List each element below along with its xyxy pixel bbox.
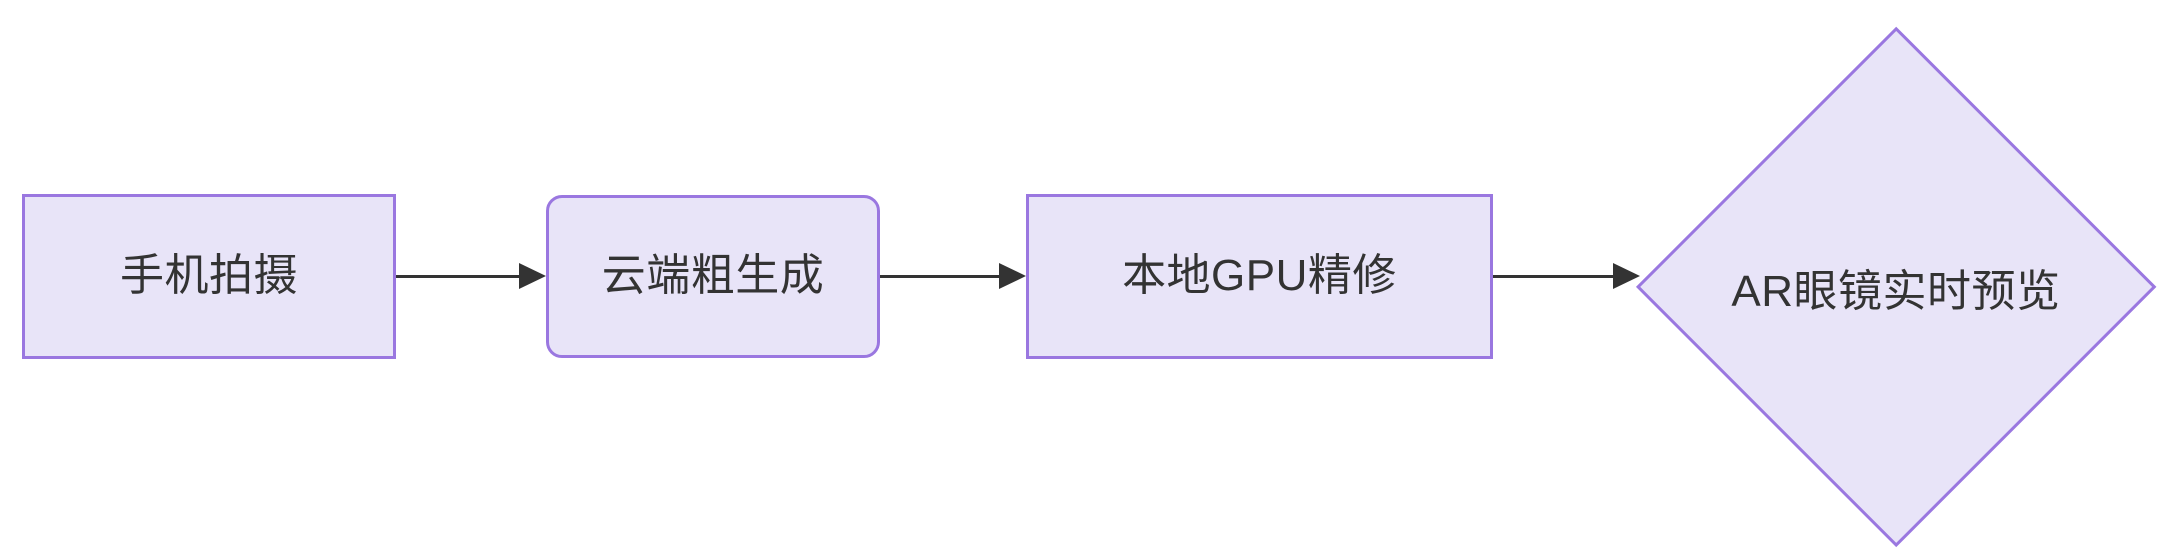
flow-node-phone-capture[interactable]: 手机拍摄 <box>22 194 396 359</box>
flow-node-label: 手机拍摄 <box>120 251 298 301</box>
edge-line <box>396 274 520 278</box>
flow-node-label: 本地GPU精修 <box>1122 251 1397 301</box>
flow-node-cloud-coarse-generation[interactable]: 云端粗生成 <box>546 195 880 358</box>
edge-line <box>880 274 1000 278</box>
flow-node-label: AR眼镜实时预览 <box>1731 266 2061 316</box>
arrowhead-icon <box>999 263 1026 289</box>
arrowhead-icon <box>519 263 546 289</box>
flow-node-ar-glasses-realtime-preview[interactable]: AR眼镜实时预览 <box>1635 26 2157 548</box>
arrowhead-icon <box>1613 263 1640 289</box>
flow-node-label: 云端粗生成 <box>601 251 825 301</box>
edge-line <box>1493 274 1614 278</box>
flow-node-local-gpu-refinement[interactable]: 本地GPU精修 <box>1026 194 1493 359</box>
